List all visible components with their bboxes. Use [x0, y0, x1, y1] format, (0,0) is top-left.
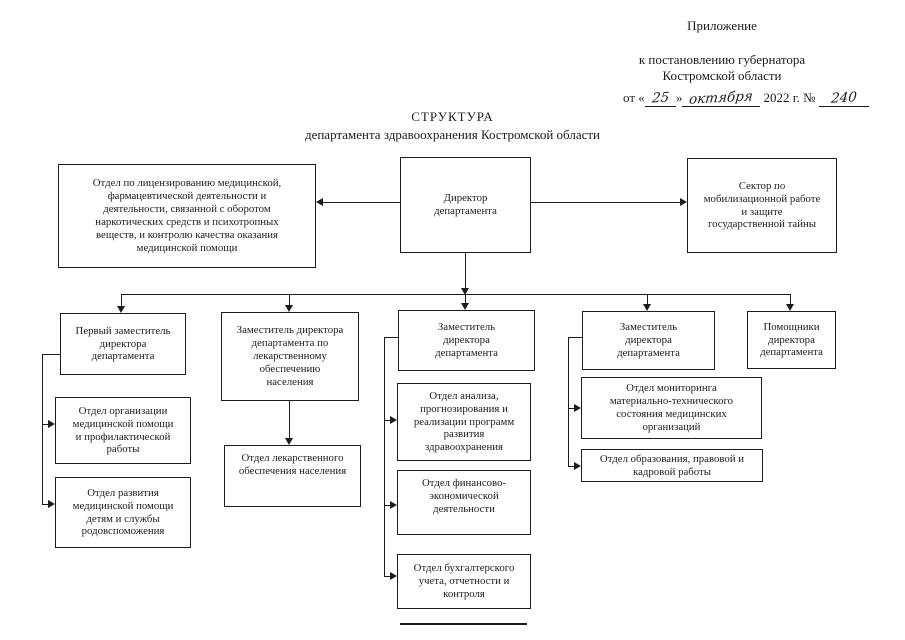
box-director: Директор департамента [400, 157, 531, 253]
chart-title-line-1: СТРУКТУРА [411, 109, 494, 124]
connector-col1-rail [42, 354, 44, 505]
date-month-handwritten: октября [688, 88, 754, 108]
arrowhead-right-icon [390, 416, 397, 424]
footer-line [400, 623, 527, 625]
connector-director-sector [531, 202, 680, 204]
box-drug-provision: Отдел лекарственного обеспечения населен… [224, 445, 361, 507]
date-year: 2022 г. № [763, 90, 816, 105]
box-analysis: Отдел анализа, прогнозирования и реализа… [397, 383, 531, 461]
connector-col3-stub [384, 337, 398, 339]
connector-col1-branch2 [42, 504, 49, 506]
chart-title: СТРУКТУРА департамента здравоохранения К… [0, 109, 905, 143]
arrowhead-down-icon [285, 438, 293, 445]
connector-col1-branch1 [42, 424, 49, 426]
date-day-blank: 25 [644, 89, 676, 107]
box-deputy-pharma: Заместитель директора департамента по ле… [221, 312, 359, 401]
arrowhead-right-icon [48, 500, 55, 508]
box-accounting: Отдел бухгалтерского учета, отчетности и… [397, 554, 531, 609]
chart-title-line-2: департамента здравоохранения Костромской… [304, 126, 601, 142]
box-first-deputy: Первый заместитель директора департамент… [60, 313, 186, 375]
doc-number-handwritten: 240 [830, 89, 858, 107]
box-deputy-medical: Заместитель директора департамента [398, 310, 535, 371]
connector-col3-branch1 [384, 420, 391, 422]
connector-distribution-line [121, 294, 791, 296]
box-mobilization-sector: Сектор по мобилизационной работе и защит… [687, 158, 837, 253]
box-child-med-aid: Отдел развития медицинской помощи детям … [55, 477, 191, 548]
connector-stub-assistants [790, 294, 792, 304]
date-close-quote: » [675, 90, 683, 105]
connector-col4-branch2 [568, 466, 575, 468]
connector-col4-branch1 [568, 408, 575, 410]
decree-line-1: к постановлению губернатора [638, 52, 806, 67]
connector-director-licensing [323, 202, 400, 204]
box-monitoring: Отдел мониторинга материально-техническо… [581, 377, 762, 439]
arrowhead-right-icon [390, 572, 397, 580]
connector-stub-first-deputy [121, 294, 123, 306]
arrowhead-down-icon [643, 304, 651, 311]
arrowhead-right-icon [680, 198, 687, 206]
connector-col3-rail [384, 337, 386, 577]
date-month-blank: октября [682, 88, 761, 108]
arrowhead-down-icon [461, 303, 469, 310]
decree-line-2: Костромской области [662, 68, 782, 84]
connector-director-down [465, 253, 467, 288]
connector-col1-stub [42, 354, 60, 356]
doc-number-blank: 240 [818, 89, 869, 107]
arrowhead-left-icon [316, 198, 323, 206]
decree-date-line: от « 25 » октября 2022 г. № 240 [623, 88, 869, 108]
connector-stub-deputy-medical [465, 294, 467, 303]
connector-pharma-down [289, 401, 291, 438]
connector-col3-branch3 [384, 576, 391, 578]
box-licensing-department: Отдел по лицензированию медицинской, фар… [58, 164, 316, 268]
arrowhead-down-icon [285, 305, 293, 312]
connector-col4-stub [568, 337, 583, 339]
connector-col4-rail [568, 337, 570, 467]
arrowhead-right-icon [390, 501, 397, 509]
connector-stub-deputy-admin [647, 294, 649, 304]
date-day-handwritten: 25 [651, 89, 670, 107]
box-education: Отдел образования, правовой и кадровой р… [581, 449, 763, 482]
connector-stub-deputy-pharma [289, 294, 291, 305]
connector-col3-branch2 [384, 505, 391, 507]
decree-reference: к постановлению губернатора Костромской … [592, 52, 852, 85]
arrowhead-right-icon [574, 404, 581, 412]
box-finance: Отдел финансово- экономической деятельно… [397, 470, 531, 535]
arrowhead-down-icon [461, 288, 469, 295]
box-assistants: Помощники директора департамента [747, 311, 836, 369]
box-org-med-aid: Отдел организации медицинской помощи и п… [55, 397, 191, 464]
date-prefix: от « [623, 90, 645, 105]
arrowhead-right-icon [574, 462, 581, 470]
arrowhead-down-icon [117, 306, 125, 313]
arrowhead-down-icon [786, 304, 794, 311]
appendix-label: Приложение [687, 18, 757, 33]
arrowhead-right-icon [48, 420, 55, 428]
box-deputy-admin: Заместитель директора департамента [582, 311, 715, 370]
